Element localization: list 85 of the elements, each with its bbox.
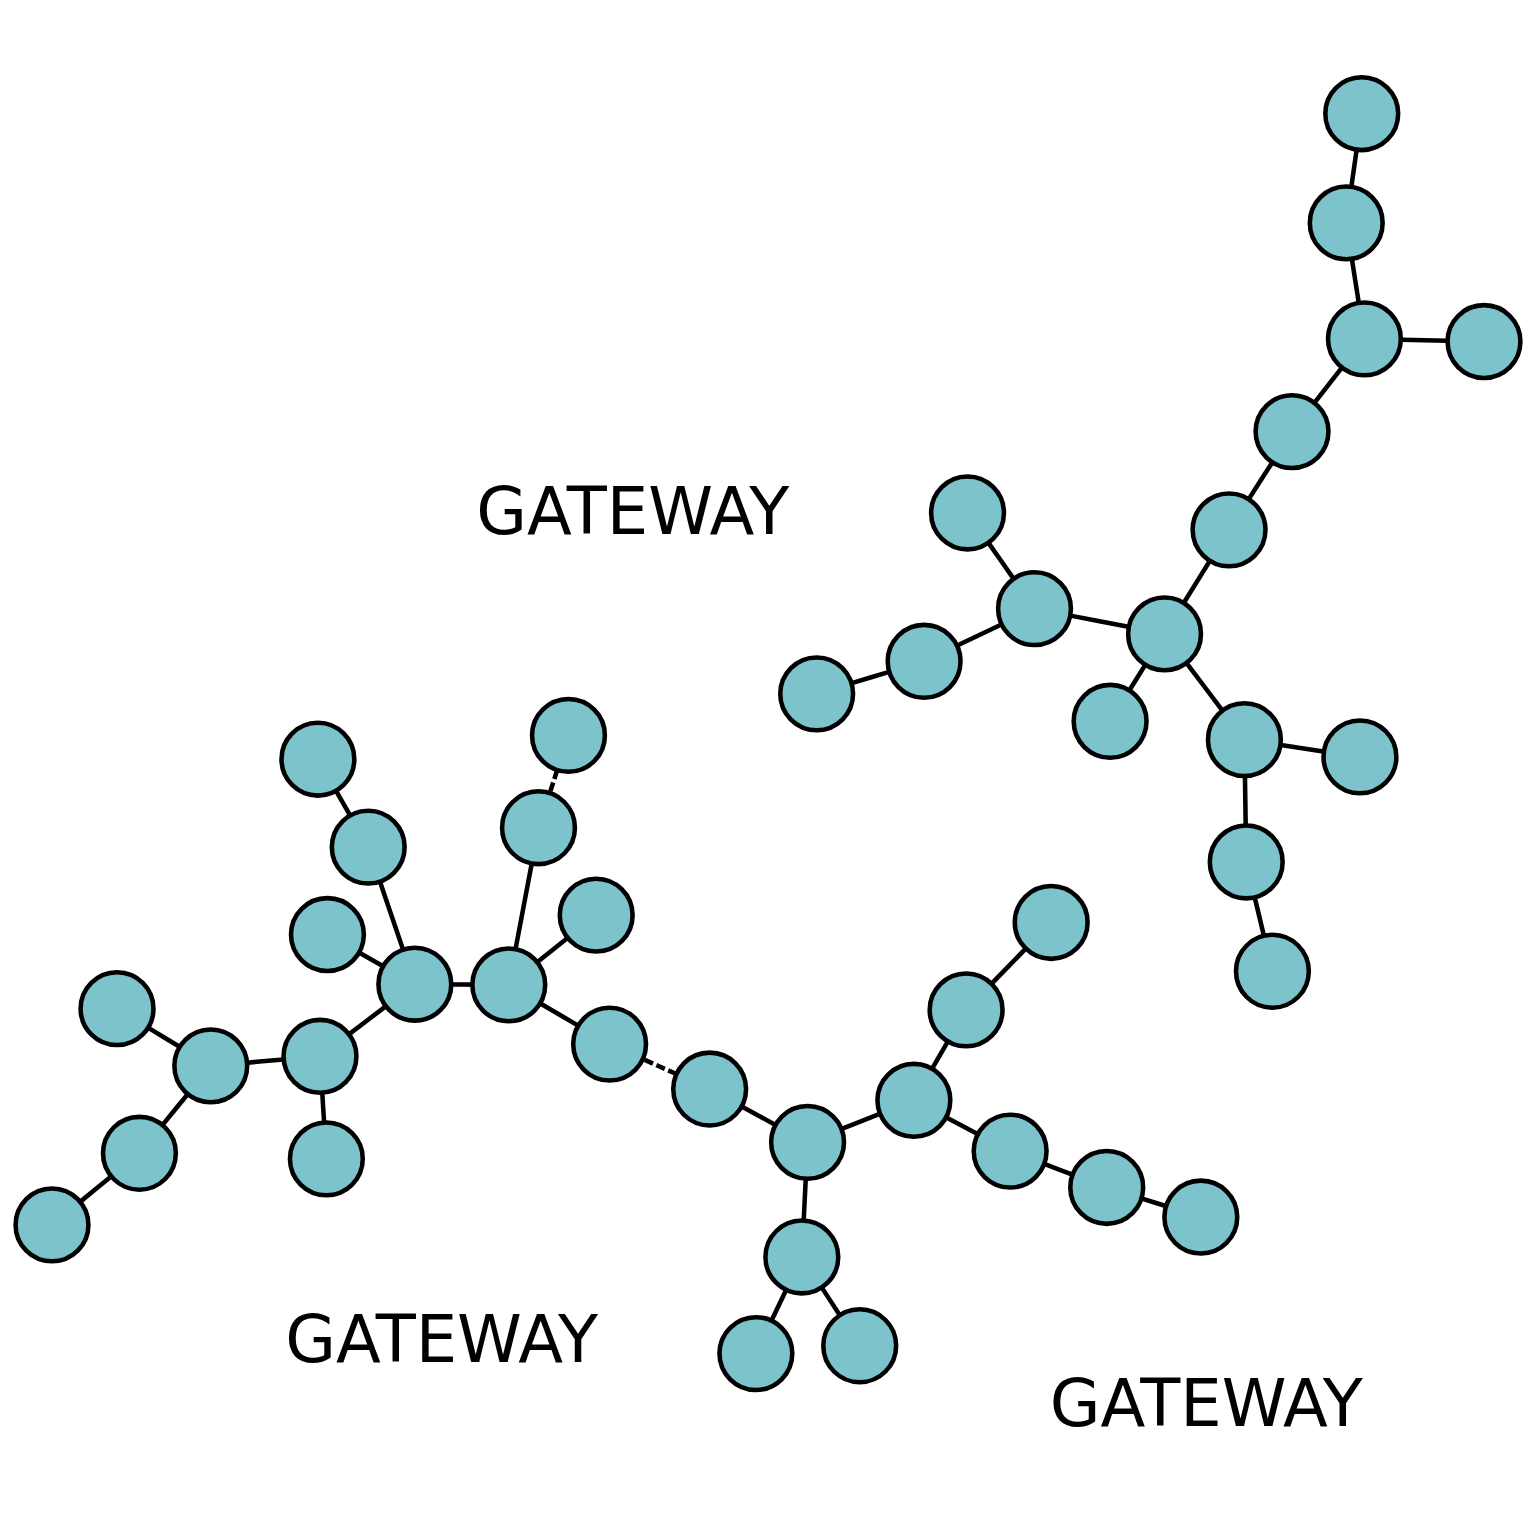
connector xyxy=(1242,775,1248,825)
connector xyxy=(990,946,1028,985)
connector xyxy=(1401,336,1448,343)
node-circle xyxy=(763,1217,841,1296)
label: GATEWAY xyxy=(476,472,790,549)
node-circle xyxy=(1012,883,1090,961)
connector xyxy=(319,1092,327,1122)
connector xyxy=(930,1040,950,1070)
node-circle xyxy=(172,1026,250,1105)
connector xyxy=(1349,149,1359,187)
node-circle xyxy=(287,1119,366,1198)
node-circle xyxy=(376,945,454,1023)
node-circle xyxy=(1307,183,1385,262)
connector xyxy=(1043,1161,1074,1177)
node-circle xyxy=(875,1061,953,1139)
node-circle xyxy=(1125,594,1204,673)
node-circle xyxy=(329,807,407,886)
node-circle xyxy=(670,1049,749,1128)
node-circle xyxy=(281,1017,359,1095)
node-circle xyxy=(100,1114,179,1192)
node-circle xyxy=(529,696,608,774)
node-circle xyxy=(1205,700,1284,778)
connector xyxy=(1070,612,1129,629)
connector xyxy=(547,769,560,793)
node-circle xyxy=(1068,1148,1146,1226)
node-circle xyxy=(1253,392,1331,470)
connector xyxy=(956,621,1003,648)
node-circle xyxy=(928,473,1007,552)
node-circle xyxy=(557,875,635,954)
connector xyxy=(1312,365,1344,404)
node-circle xyxy=(971,1111,1049,1190)
connector xyxy=(840,1111,881,1131)
node-circle xyxy=(885,622,963,700)
connector xyxy=(820,1286,842,1316)
connector xyxy=(147,1025,181,1049)
connector xyxy=(1185,661,1225,712)
connector xyxy=(160,1092,190,1126)
connector xyxy=(78,1174,113,1203)
label: GATEWAY xyxy=(1049,1364,1363,1441)
node-circle xyxy=(279,720,357,798)
node-circle xyxy=(777,654,856,732)
node-circle xyxy=(1323,74,1401,152)
node-circle xyxy=(1325,299,1404,378)
node-circle xyxy=(499,788,578,866)
node-circle xyxy=(768,1103,847,1181)
connector xyxy=(347,1004,387,1036)
connector xyxy=(642,1056,678,1076)
connector xyxy=(1127,663,1148,691)
connector xyxy=(334,789,352,816)
connector xyxy=(1252,896,1267,936)
connector xyxy=(945,1114,979,1136)
node-circle xyxy=(13,1185,91,1264)
connector xyxy=(1181,559,1212,604)
connector xyxy=(986,541,1016,580)
connector xyxy=(451,981,473,987)
connector xyxy=(1349,258,1361,303)
connector xyxy=(377,880,406,950)
connector xyxy=(358,950,384,968)
connector xyxy=(1247,460,1275,500)
connector xyxy=(851,669,890,685)
connector xyxy=(1140,1195,1167,1208)
node-circle xyxy=(821,1306,899,1384)
node-circle xyxy=(995,569,1074,647)
connector xyxy=(535,936,569,964)
connector xyxy=(769,1288,789,1321)
node-circle xyxy=(1207,822,1285,901)
node-circle xyxy=(470,945,548,1024)
node-circle xyxy=(1321,717,1399,796)
connector xyxy=(801,1178,808,1220)
label: GATEWAY xyxy=(285,1300,599,1377)
node-circle xyxy=(1071,682,1149,760)
node-circle xyxy=(1445,302,1523,380)
connector xyxy=(741,1104,777,1127)
node-circle xyxy=(927,970,1005,1049)
connector xyxy=(513,863,534,949)
connector xyxy=(1280,742,1324,754)
connector xyxy=(539,1001,579,1027)
connector xyxy=(247,1056,284,1065)
node-circle xyxy=(1190,490,1268,569)
node-circle xyxy=(78,969,156,1047)
node-circle xyxy=(570,1004,649,1083)
node-circle xyxy=(1162,1177,1240,1256)
node-circle xyxy=(288,895,367,973)
node-circle xyxy=(1233,932,1312,1010)
node-circle xyxy=(717,1314,795,1392)
